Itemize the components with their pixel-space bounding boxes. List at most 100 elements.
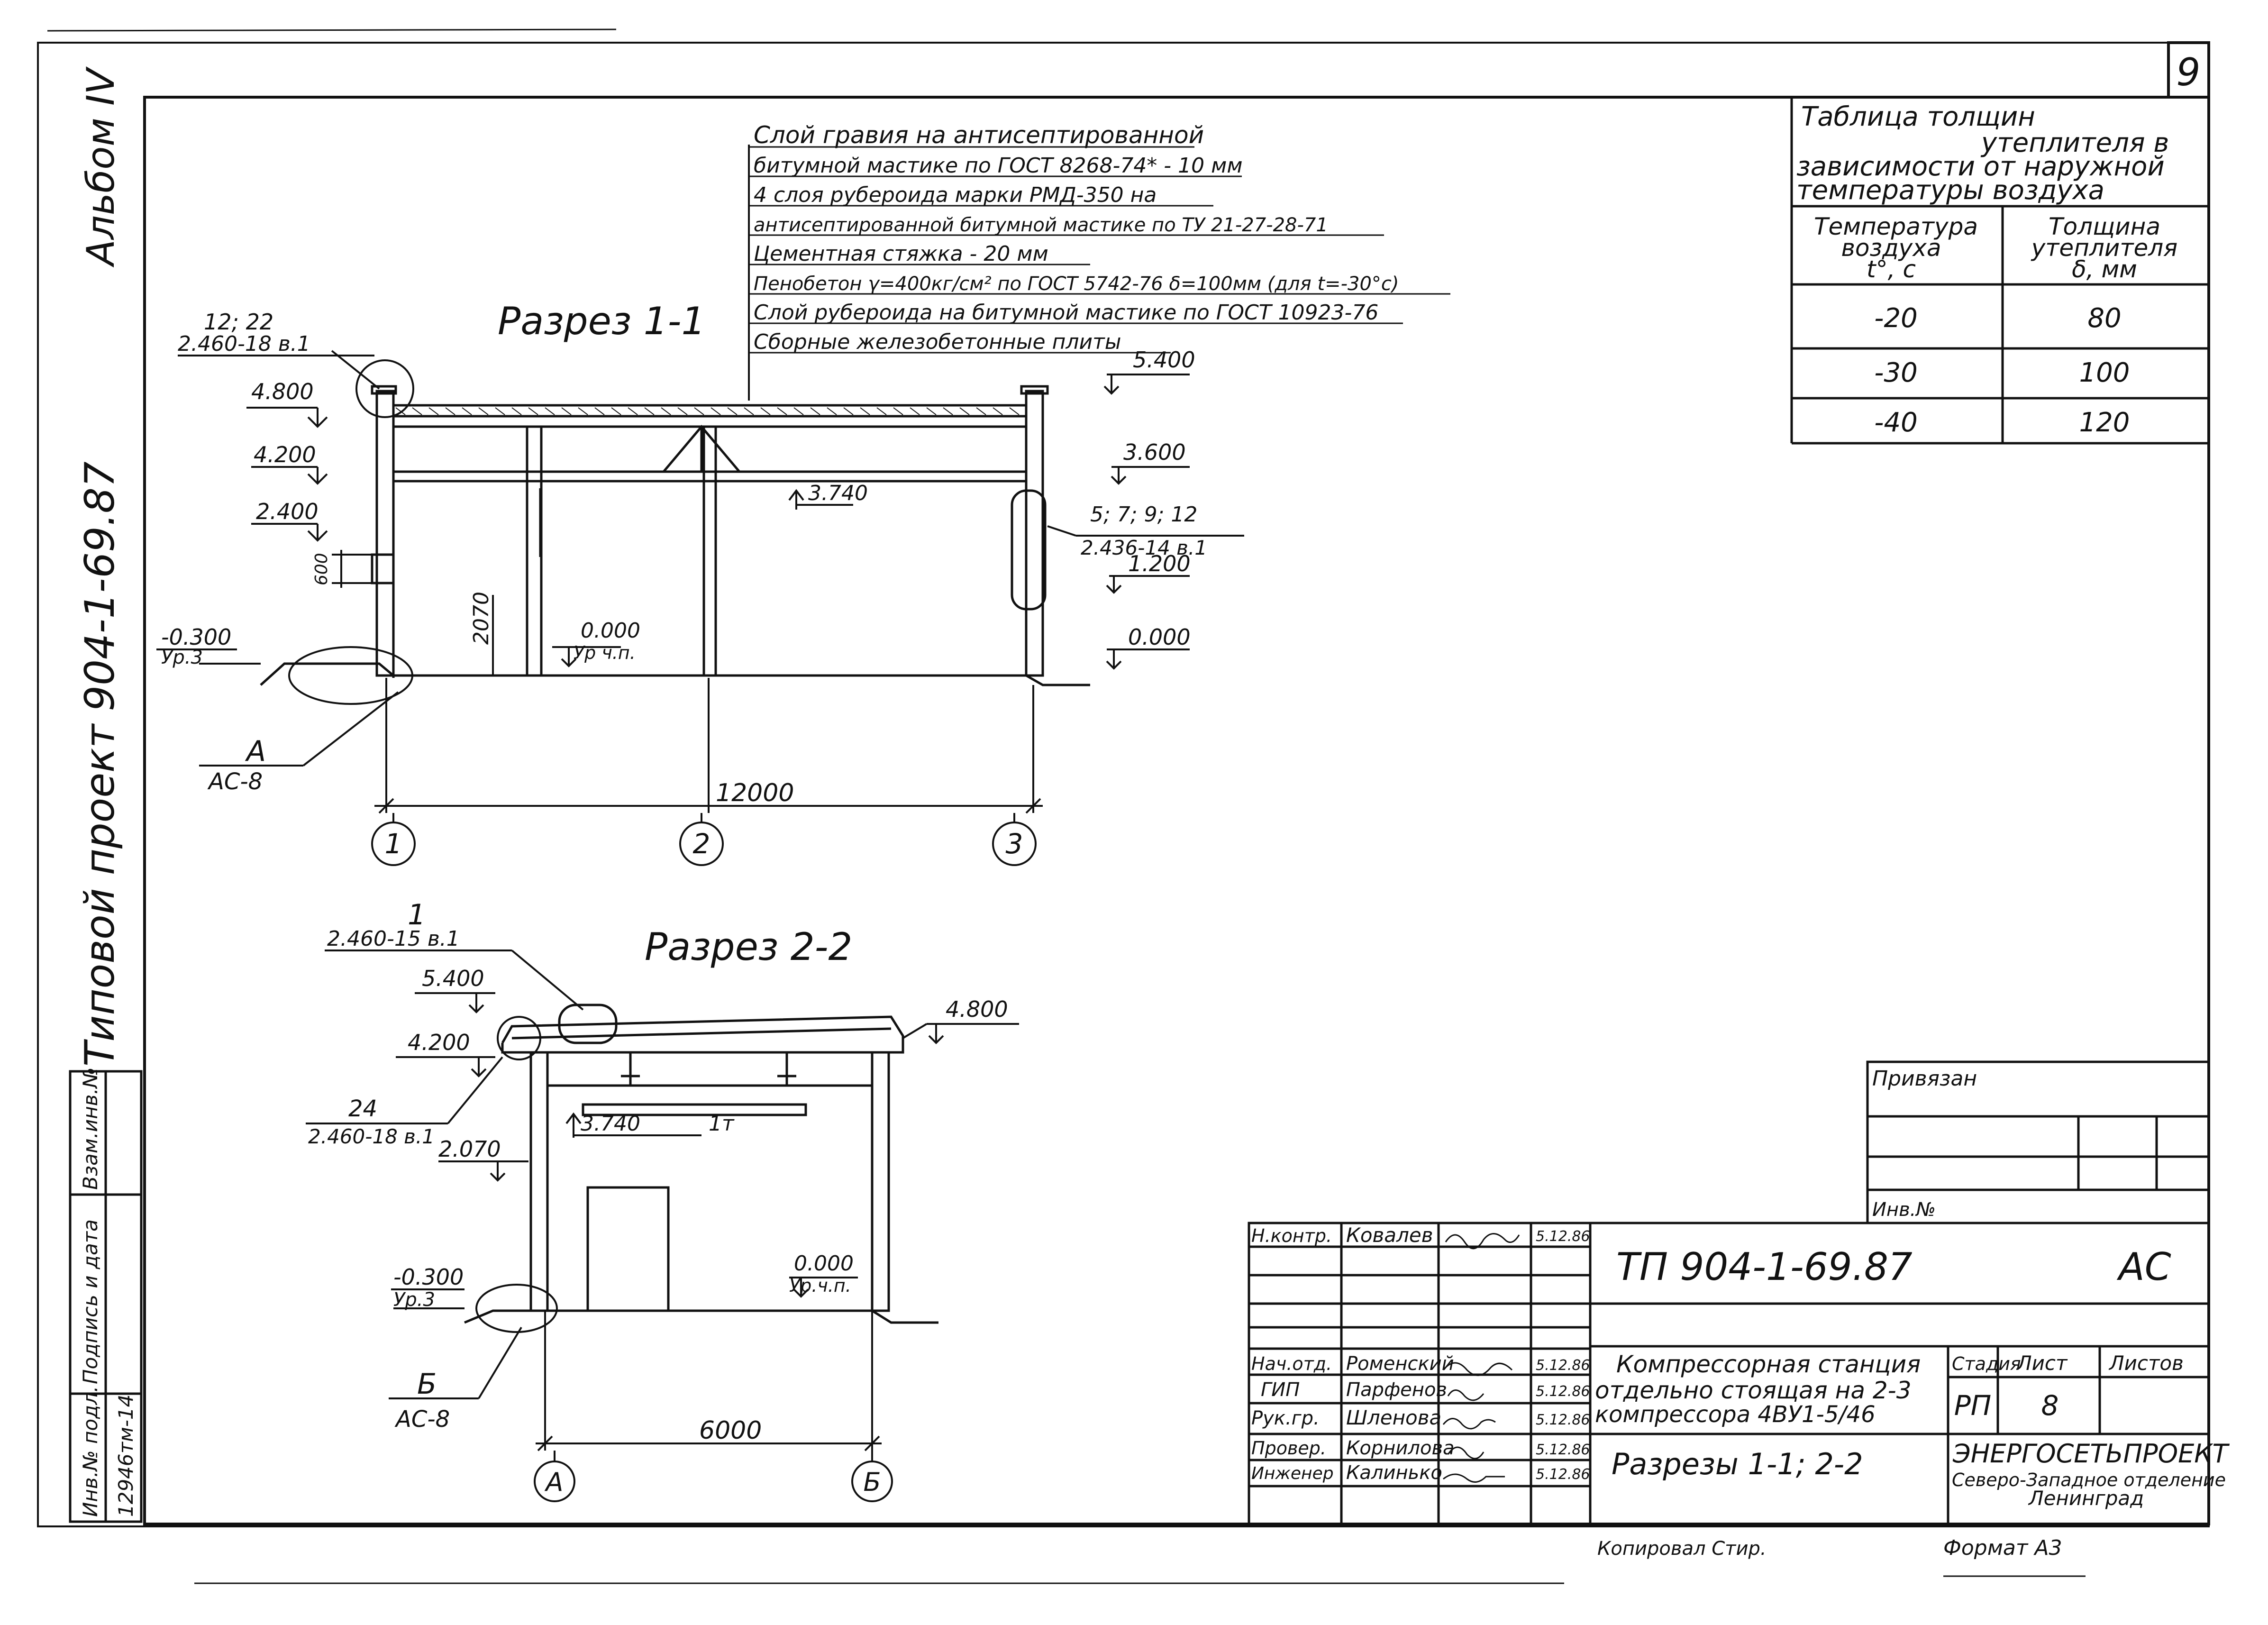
stamp-name-0: Ковалев <box>1346 1223 1433 1247</box>
s2-level-floor: 0.000 <box>794 1251 854 1276</box>
stamp-role-5: Инженер <box>1251 1464 1334 1483</box>
col2-header-0: Толщина <box>2049 213 2160 240</box>
stamp-org-branch-1: Северо-Западное отделение <box>1952 1470 2226 1490</box>
roof-layer-7: Сборные железобетонные плиты <box>754 330 1121 354</box>
s2-level-floor-tag: Ур.ч.п. <box>789 1275 851 1296</box>
privyazan-label: Привязан <box>1872 1067 1977 1091</box>
s1-axis-2: 2 <box>693 828 710 860</box>
table-row-2-thickness: 120 <box>2079 407 2130 438</box>
left-margin: Альбом IV Типовой проект 904-1-69.87 Инв… <box>69 66 143 1523</box>
detail-circle-a <box>288 646 413 705</box>
album-label: Альбом IV <box>79 66 123 268</box>
title-block: Н.контр. Ковалев 5.12.86 Нач.отд. Роменс… <box>1248 1222 2230 1525</box>
stamp-stage: РП <box>1954 1389 1992 1422</box>
inv-no-label: Инв.№ <box>1872 1199 1936 1221</box>
section-1-structure <box>260 385 1090 686</box>
s1-detail-id: А <box>245 735 266 768</box>
stamp-org-name: ЭНЕРГОСЕТЬПРОЕКТ <box>1952 1439 2230 1469</box>
table-row-0-temp: -20 <box>1874 303 1917 334</box>
detail-circle-top <box>355 359 414 418</box>
section-2-2: Разрез 2-2 <box>306 898 1019 1502</box>
s1-ref-top-sheet: 2.460-18 в.1 <box>178 332 310 356</box>
col1-header-2: t°, с <box>1867 256 1916 283</box>
section-2-title: Разрез 2-2 <box>645 925 852 969</box>
stamp-name-4: Корнилова <box>1346 1437 1455 1459</box>
roof-layer-4: Цементная стяжка - 20 мм <box>754 242 1048 266</box>
table-title-2: зависимости от наружной <box>1796 151 2165 182</box>
s1-dim-span: 12000 <box>716 779 794 807</box>
table-title-1: утеплителя в <box>1980 128 2169 158</box>
s1-ref-top-num: 12; 22 <box>204 309 273 335</box>
s2-detail-sheet: АС-8 <box>394 1406 450 1433</box>
inv-number: 12946тм-14 <box>114 1395 137 1517</box>
s2-level-ground: -0.300 <box>393 1264 464 1290</box>
side-label-0: Инв.№ подл. <box>79 1386 102 1517</box>
s2-dim-span: 6000 <box>699 1416 762 1445</box>
table-row-1-thickness: 100 <box>2079 357 2130 388</box>
stamp-date-3: 5.12.86 <box>1536 1412 1590 1428</box>
col2-header-2: δ, мм <box>2072 256 2137 283</box>
stamp-name-2: Парфенов <box>1346 1379 1447 1401</box>
s2-ref-top-num: 1 <box>408 898 426 931</box>
s1-axis-1: 1 <box>385 828 402 860</box>
s2-axis-a: А <box>545 1467 564 1497</box>
stamp-org-branch-2: Ленинград <box>2028 1487 2144 1510</box>
stamp-drawing-title: Разрезы 1-1; 2-2 <box>1612 1447 1863 1481</box>
s2-ref-left-sheet: 2.460-18 в.1 <box>308 1125 435 1148</box>
stamp-mark: АС <box>2116 1245 2171 1289</box>
stamp-code: ТП 904-1-69.87 <box>1616 1245 1913 1289</box>
section-1-1: Разрез 1-1 Слой гравия на антисептирован… <box>156 121 1450 866</box>
s2-level-beam: 3.740 <box>581 1112 640 1136</box>
stamp-object-2: компрессора 4ВУ1-5/46 <box>1595 1401 1876 1428</box>
roof-layer-5: Пенобетон γ=400кг/см² по ГОСТ 5742-76 δ=… <box>754 273 1399 295</box>
stamp-stage-label: Стадия <box>1952 1353 2021 1374</box>
roof-layer-1: битумной мастике по ГОСТ 8268-74* - 10 м… <box>754 154 1243 178</box>
table-row-2-temp: -40 <box>1874 407 1917 438</box>
s1-level-left-3: 2.400 <box>256 499 319 524</box>
sheet-frame <box>37 41 2210 1527</box>
stamp-name-3: Шленова <box>1346 1406 1441 1429</box>
s1-level-ground-tag: Ур.3 <box>161 647 203 668</box>
roof-layer-list: Слой гравия на антисептированной битумно… <box>748 121 1450 401</box>
table-row-0-thickness: 80 <box>2087 303 2121 334</box>
stamp-object-0: Компрессорная станция <box>1616 1351 1921 1378</box>
s1-detail-sheet: АС-8 <box>207 768 263 795</box>
s2-level-top: 5.400 <box>422 966 484 991</box>
page-number: 9 <box>2177 50 2201 94</box>
s1-ref-right-sheet: 2.436-14 в.1 <box>1081 536 1207 559</box>
stamp-role-4: Провер. <box>1251 1438 1326 1459</box>
s1-level-right-top: 5.400 <box>1133 347 1195 373</box>
roof-layer-0: Слой гравия на антисептированной <box>754 121 1204 149</box>
s2-level-3: 2.070 <box>438 1136 501 1162</box>
s1-axis-3: 3 <box>1006 828 1023 860</box>
stamp-date-1: 5.12.86 <box>1536 1357 1590 1374</box>
detail-circle-s2-left <box>497 1016 541 1060</box>
detail-circle-b <box>475 1284 558 1333</box>
stamp-sheet-no: 8 <box>2041 1389 2059 1422</box>
signatures <box>1442 1233 1520 1483</box>
s2-crane: 1т <box>709 1112 735 1136</box>
s1-level-ground-left: -0.300 <box>161 624 231 650</box>
roof-layer-2: 4 слоя рубероида марки РМД-350 на <box>754 183 1157 207</box>
stamp-role-3: Рук.гр. <box>1251 1407 1320 1429</box>
s1-level-floor: 0.000 <box>581 619 640 643</box>
roof-layer-6: Слой рубероида на битумной мастике по ГО… <box>754 301 1378 325</box>
insulation-table: Таблица толщин утеплителя в зависимости … <box>1790 97 2209 445</box>
s1-level-left-1: 4.800 <box>251 379 314 404</box>
s1-level-beam: 3.740 <box>808 481 868 505</box>
side-label-2: Взам.инв.№ <box>79 1068 102 1190</box>
stamp-role-1: Нач.отд. <box>1251 1353 1332 1374</box>
s1-dim-2070: 2070 <box>469 592 493 645</box>
stamp-sheets-label: Листов <box>2108 1351 2184 1375</box>
section-1-title: Разрез 1-1 <box>498 299 705 343</box>
s1-level-left-2: 4.200 <box>254 442 316 467</box>
stamp-date-0: 5.12.86 <box>1536 1228 1590 1245</box>
s2-level-2: 4.200 <box>408 1030 470 1055</box>
stamp-date-4: 5.12.86 <box>1536 1442 1590 1458</box>
s1-level-floor-tag: Ур ч.п. <box>574 642 636 663</box>
s1-level-right-floor: 0.000 <box>1128 624 1191 650</box>
sheet-format: Формат А3 <box>1943 1536 2062 1560</box>
s1-level-right-2: 3.600 <box>1123 439 1186 465</box>
privyazan-block: Привязан Инв.№ <box>1866 1060 2210 1224</box>
